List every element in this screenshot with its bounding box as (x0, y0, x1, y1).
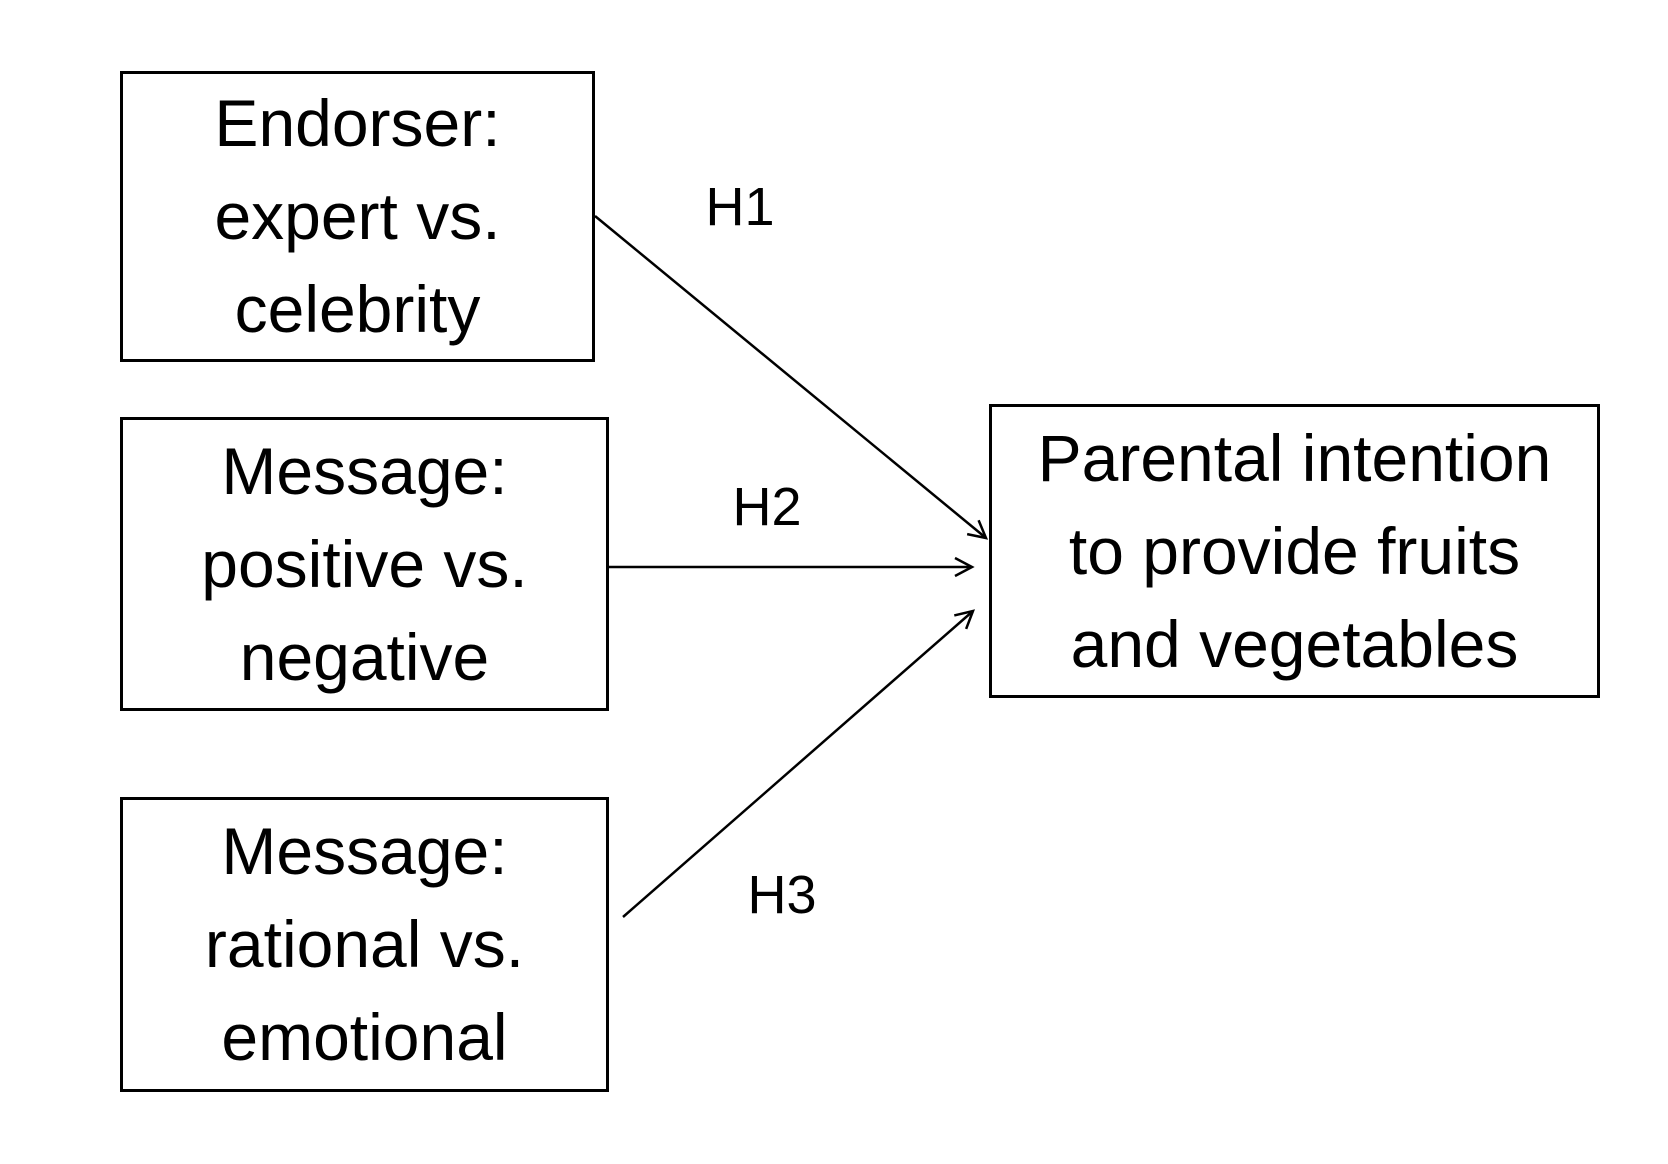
node-line: rational vs. (204, 907, 525, 981)
edge-label-h3: H3 (747, 865, 817, 925)
node-line: emotional (221, 1000, 508, 1074)
node-message-appeal: Message: rational vs. emotional (120, 797, 609, 1092)
node-line: to provide fruits (1068, 513, 1521, 588)
edge-label-h1: H1 (705, 177, 775, 237)
node-line: Message: (221, 433, 508, 508)
node-line: and vegetables (1070, 606, 1519, 681)
node-outcome: Parental intention to provide fruits and… (989, 404, 1600, 698)
node-endorser: Endorser: expert vs. celebrity (120, 71, 595, 362)
edge-label-h2: H2 (732, 477, 802, 537)
node-message-valence: Message: positive vs. negative (120, 417, 609, 711)
node-line: positive vs. (201, 526, 528, 601)
node-line: celebrity (234, 272, 481, 346)
node-line: expert vs. (214, 179, 501, 253)
node-line: Parental intention (1037, 420, 1552, 495)
node-line: Endorser: (214, 86, 501, 160)
node-line: negative (239, 619, 490, 694)
node-line: Message: (221, 814, 508, 888)
